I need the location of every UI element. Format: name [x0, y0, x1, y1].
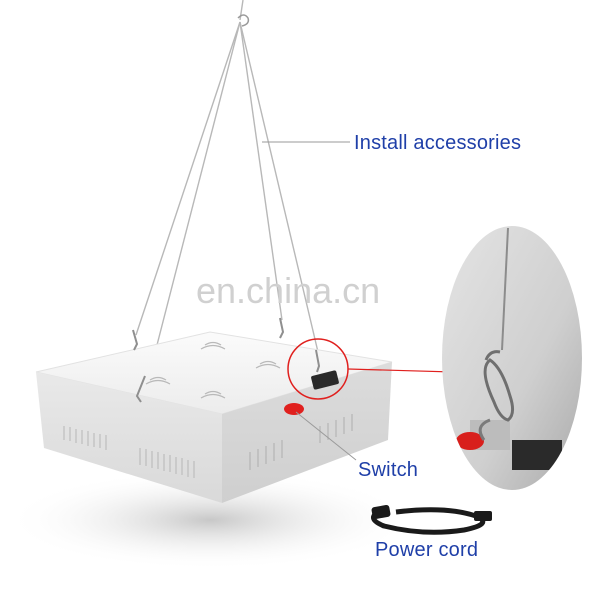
panel-side [222, 362, 392, 503]
watermark-text: en.china.cn [196, 270, 381, 311]
side-vents [249, 414, 353, 470]
carabiner-hooks [132, 317, 321, 403]
switch-leader-line [295, 411, 357, 461]
switch-icon [284, 403, 304, 415]
power-cord-icon [371, 505, 492, 535]
detail-oval-content [456, 227, 562, 470]
hanging-wires [135, 0, 319, 381]
ceiling-hook-icon [237, 14, 250, 27]
switch-label: Switch [358, 459, 419, 481]
install-accessories-label: Install accessories [354, 132, 522, 154]
power-cord-label: Power cord [375, 539, 479, 561]
fan-grilles [145, 341, 281, 399]
floor-shadow [5, 470, 415, 570]
front-vents [63, 426, 195, 478]
power-socket [311, 370, 339, 390]
